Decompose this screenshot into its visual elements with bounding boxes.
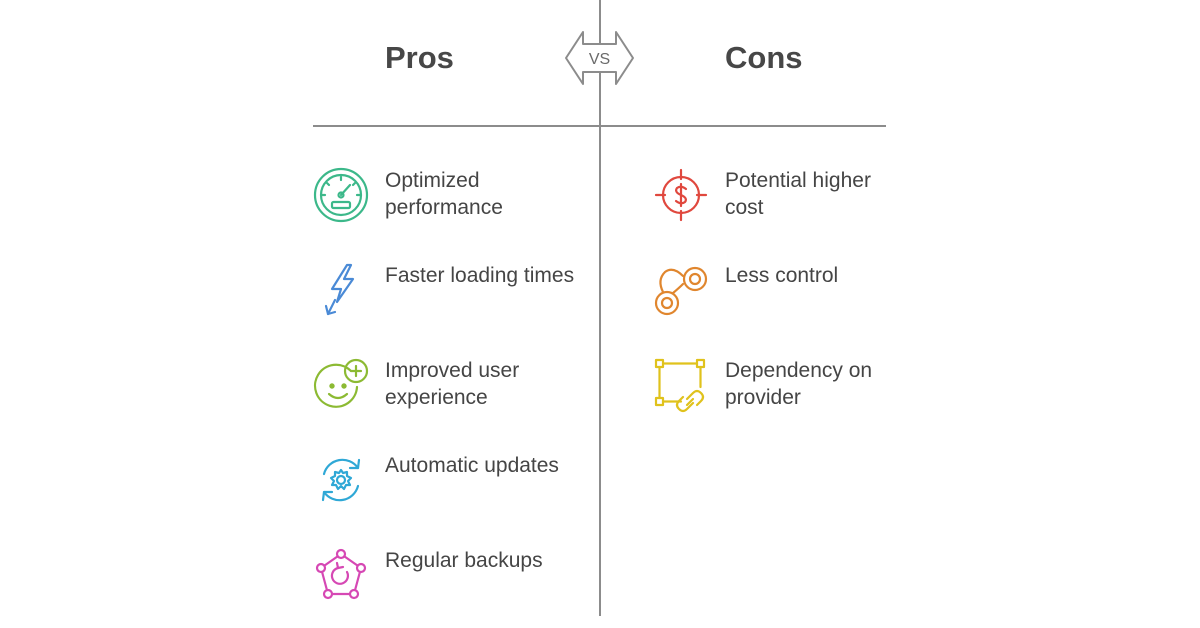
dollar-target-icon — [653, 167, 709, 223]
cons-item-label: Less control — [725, 264, 839, 287]
vs-label: VS — [589, 51, 610, 68]
linked-nodes-icon — [653, 357, 709, 413]
speedometer-icon — [313, 167, 369, 223]
gear-refresh-icon — [313, 452, 369, 508]
backup-network-icon — [313, 547, 369, 603]
pros-item-label: Faster loading times — [385, 264, 575, 287]
handcuffs-icon — [653, 262, 709, 318]
cons-heading: Cons — [725, 40, 803, 75]
pros-heading: Pros — [385, 40, 454, 75]
pros-item-label: Automatic updates — [385, 454, 559, 477]
lightning-bolt-icon — [313, 262, 369, 318]
pros-item-label: Improved user experience — [385, 359, 520, 409]
cons-item-label: Potential higher cost — [725, 169, 871, 219]
vs-badge: VS — [563, 28, 636, 88]
vertical-divider — [599, 0, 601, 616]
pros-item-label: Regular backups — [385, 549, 543, 572]
smiley-plus-icon — [313, 357, 369, 413]
vs-arrow-icon: VS — [565, 31, 634, 85]
horizontal-divider — [313, 125, 886, 127]
cons-item-label: Dependency on provider — [725, 359, 873, 409]
pros-item-label: Optimized performance — [385, 169, 503, 219]
